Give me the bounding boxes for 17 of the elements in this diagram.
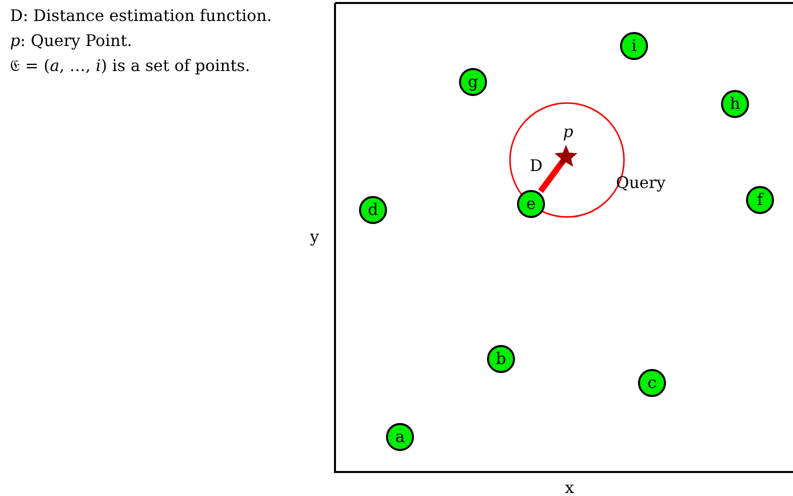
point-marker: b [487,345,515,373]
edge-label: D [530,156,543,176]
axis-label: y [310,227,320,246]
legend-text: p: Query Point. [10,31,132,50]
point-marker: d [359,196,387,224]
point-marker: i [620,32,648,60]
legend-text: 𝔈 = (a, …, i) is a set of points. [10,56,250,75]
distance-wedge [538,159,566,193]
point-marker: c [638,369,666,397]
point-marker: g [459,68,487,96]
axis-label: x [565,478,574,496]
legend-text: D: Distance estimation function. [10,6,272,25]
point-marker: f [746,186,774,214]
point-marker: a [386,423,414,451]
point-label: p [563,122,574,141]
query-star [554,145,578,169]
point-marker: h [721,90,749,118]
